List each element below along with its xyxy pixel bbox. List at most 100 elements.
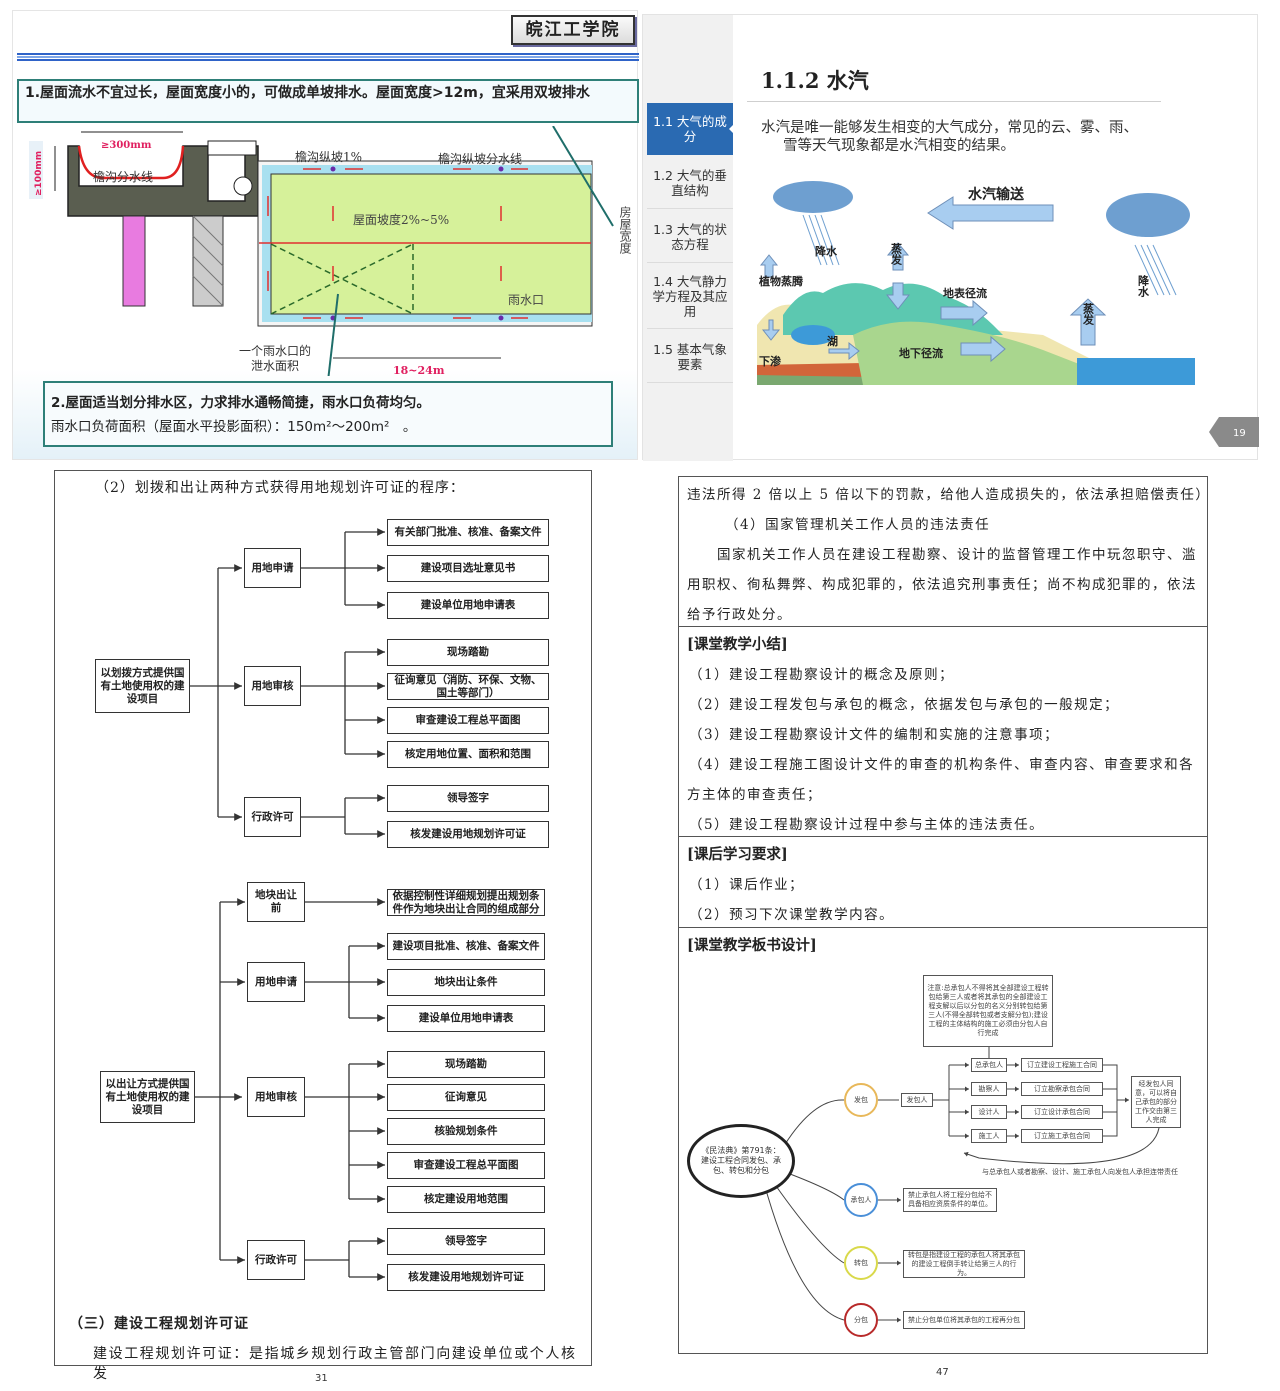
- node-fabao: 发包: [844, 1083, 878, 1117]
- contract-node: 订立勘察承包合同: [1021, 1082, 1103, 1096]
- school-badge: 皖江工学院: [511, 15, 635, 45]
- section3-title: （三）建设工程规划许可证: [69, 1316, 249, 1332]
- page-number-47: 47: [936, 1367, 949, 1378]
- alloc-item: 领导签字: [387, 785, 549, 812]
- party-node: 施工人: [971, 1129, 1007, 1143]
- water-cycle-diagram: 水汽输送 降水 降水 蒸发 蒸发 植物蒸腾 地表径流 下渗 湖 地下径流: [757, 181, 1195, 385]
- party-node: 设计人: [971, 1105, 1007, 1119]
- doc-line: 用职权、徇私舞弊、构成犯罪的，依法追究刑事责任；尚不构成犯罪的，依法: [687, 577, 1197, 593]
- gutter-width-label: ≥300mm: [101, 140, 152, 151]
- node-chengbaoren: 承包人: [844, 1183, 878, 1217]
- water-vapor-slide: 1.1 大气的成分 1.2 大气的垂直结构 1.3 大气的状态方程 1.4 大气…: [642, 14, 1259, 461]
- party-node: 勘察人: [971, 1082, 1007, 1096]
- transfer-group-apply: 用地申请: [247, 962, 305, 1002]
- nav-item-1-4[interactable]: 1.4 大气静力学方程及其应用: [647, 265, 733, 329]
- node-zhuanbao: 转包: [844, 1246, 878, 1280]
- transfer-group-pre: 地块出让前: [247, 882, 305, 922]
- transfer-item: 核验规划条件: [387, 1118, 545, 1145]
- mindmap-center-node: 《民法典》第791条：建设工程合同发包、承包、转包和分包: [687, 1124, 795, 1198]
- fenbao-note: 禁止分包单位将其承包的工程再分包: [903, 1311, 1025, 1329]
- zhuanbao-note: 转包是指建设工程的承包人将其承包的建设工程倒手转让给第三人的行为。: [903, 1250, 1025, 1278]
- alloc-group-review: 用地审核: [244, 666, 301, 706]
- gutter-depth-label: ≥100mm: [34, 151, 44, 196]
- doc-line: （4）国家管理机关工作人员的违法责任: [725, 517, 991, 533]
- title-rule: [747, 101, 1161, 102]
- nav-item-1-1[interactable]: 1.1 大气的成分: [647, 103, 734, 155]
- vapor-transport-label: 水汽输送: [968, 186, 1025, 203]
- transfer-item: 征询意见: [387, 1084, 545, 1111]
- flowchart-connectors: [190, 528, 385, 1281]
- summary-item: （2）建设工程发包与承包的概念，依据发包与承包的一般规定；: [689, 697, 1120, 713]
- alloc-item: 有关部门批准、核准、备案文件: [387, 519, 549, 546]
- lake-label: 湖: [827, 334, 838, 348]
- transfer-group-review: 用地审核: [247, 1077, 305, 1117]
- header-stripes: [17, 53, 639, 61]
- desc-line-1: 水汽是唯一能够发生相变的大气成分，常见的云、雾、雨、: [761, 120, 1138, 136]
- transfer-item: 核发建设用地规划许可证: [387, 1264, 545, 1291]
- page-number-text: 19: [1233, 428, 1246, 439]
- transpiration-label: 植物蒸腾: [758, 274, 804, 288]
- contract-node: 订立设计承包合同: [1021, 1105, 1103, 1119]
- transfer-item: 审查建设工程总平面图: [387, 1152, 545, 1179]
- flow-arrows: [267, 168, 528, 319]
- point1-box: 1.屋面流水不宜过长，屋面宽度小的，可做成单坡排水。屋面宽度>12m，宜采用双坡…: [17, 79, 639, 123]
- board-design-section: [课堂教学板书设计] 注意:总承包人不得将其全部建设工程: [679, 928, 1207, 1353]
- roof-slope-label: 屋面坡度2%~5%: [353, 212, 449, 227]
- transfer-item: 现场踏勘: [387, 1051, 545, 1078]
- transfer-item: 领导签字: [387, 1228, 545, 1255]
- alloc-item: 建设项目选址意见书: [387, 555, 549, 582]
- subcontract-note-box: 经发包人同意，可以将自己承包的部分工作交由第三人完成: [1131, 1076, 1181, 1128]
- point2-line1: 2.屋面适当划分排水区，力求排水通畅简捷，雨水口负荷均匀。: [51, 395, 431, 411]
- party-node: 总承包人: [971, 1058, 1007, 1072]
- outlet-spacing-label: 18~24m: [393, 364, 445, 376]
- page-number-31: 31: [315, 1373, 328, 1384]
- evaporation-sea-label: 蒸发: [1082, 302, 1096, 326]
- pointer-arrow-2: [327, 293, 339, 376]
- pointer-arrow-1: [552, 126, 614, 227]
- node-fenbao: 分包: [844, 1303, 878, 1337]
- doc-line: 给予行政处分。: [687, 607, 792, 623]
- summary-item: （3）建设工程勘察设计文件的编制和实施的注意事项；: [689, 727, 1060, 743]
- transfer-item: 依据控制性详细规划提出规划条件作为地块出让合同的组成部分: [387, 889, 545, 916]
- surface-runoff-label: 地表径流: [943, 286, 987, 300]
- gutter-divide-label: 檐沟分水线: [93, 170, 153, 184]
- liability-section: 违法所得 2 倍以上 5 倍以下的罚款，给他人造成损失的，依法承担赔偿责任） （…: [679, 477, 1209, 627]
- slide-description: 水汽是唯一能够发生相变的大气成分，常见的云、雾、雨、 雪等天气现象都是水汽相变的…: [761, 119, 1201, 155]
- allocation-root-box: 以划拨方式提供国有土地使用权的建设项目: [95, 659, 190, 713]
- alloc-item: 核定用地位置、面积和范围: [387, 741, 549, 768]
- mindmap-note-box: 注意:总承包人不得将其全部建设工程转包给第三人或者将其承包的全部建设工程支解以后…: [923, 975, 1053, 1047]
- alloc-item: 征询意见（消防、环保、文物、国土等部门）: [387, 673, 549, 700]
- infiltration-label: 下渗: [759, 354, 782, 368]
- homework-title: [课后学习要求]: [687, 846, 788, 863]
- nav-item-1-3[interactable]: 1.3 大气的状态方程: [647, 211, 733, 263]
- roof-drainage-diagram: ≥300mm ≥100mm 檐沟分水线 檐沟纵坡1% 檐沟纵坡分水线 屋面坡度2…: [29, 126, 632, 376]
- page-number-tag: 19: [1209, 417, 1259, 447]
- precip-left-label: 降水: [815, 244, 838, 258]
- summary-item: （1）建设工程勘察设计的概念及原则；: [689, 667, 955, 683]
- homework-item: （1）课后作业；: [689, 877, 805, 893]
- flowchart-heading: （2）划拨和出让两种方式获得用地规划许可证的程序：: [95, 480, 465, 496]
- point2-box: 2.屋面适当划分排水区，力求排水通畅简捷，雨水口负荷均匀。 雨水口负荷面积（屋面…: [43, 381, 613, 447]
- alloc-item: 建设单位用地申请表: [387, 592, 549, 619]
- summary-title: [课堂教学小结]: [687, 636, 788, 653]
- gutter-section-drawing: [29, 131, 259, 307]
- land-permit-flowchart-page: （2）划拨和出让两种方式获得用地规划许可证的程序：: [54, 470, 592, 1382]
- alloc-item: 现场踏勘: [387, 639, 549, 666]
- nav-item-1-5[interactable]: 1.5 基本气象要素: [647, 331, 733, 383]
- summary-section: [课堂教学小结] （1）建设工程勘察设计的概念及原则； （2）建设工程发包与承包…: [679, 627, 1207, 837]
- alloc-item: 核发建设用地规划许可证: [387, 821, 549, 848]
- transfer-group-permit: 行政许可: [247, 1240, 305, 1280]
- homework-section: [课后学习要求] （1）课后作业； （2）预习下次课堂教学内容。: [679, 837, 1207, 928]
- homework-item: （2）预习下次课堂教学内容。: [689, 907, 895, 923]
- chengbaoren-note: 禁止承包人将工程分包给不具备相应资质条件的单位。: [903, 1188, 997, 1212]
- nav-item-1-2[interactable]: 1.2 大气的垂直结构: [647, 157, 733, 209]
- transfer-item: 地块出让条件: [387, 969, 545, 996]
- alloc-item: 审查建设工程总平面图: [387, 707, 549, 734]
- board-title: [课堂教学板书设计]: [687, 937, 817, 954]
- point2-line2: 雨水口负荷面积（屋面水平投影面积）：150m²～200m² 。: [51, 419, 417, 435]
- teaching-doc-page: 违法所得 2 倍以上 5 倍以下的罚款，给他人造成损失的，依法承担赔偿责任） （…: [678, 476, 1209, 1354]
- summary-item: （4）建设工程施工图设计文件的审查的机构条件、审查内容、审查要求和各: [689, 757, 1195, 773]
- house-width-label: 房屋宽度: [618, 205, 632, 254]
- precip-right-label: 降水: [1137, 274, 1150, 298]
- gutter-slope-label: 檐沟纵坡1%: [295, 150, 362, 164]
